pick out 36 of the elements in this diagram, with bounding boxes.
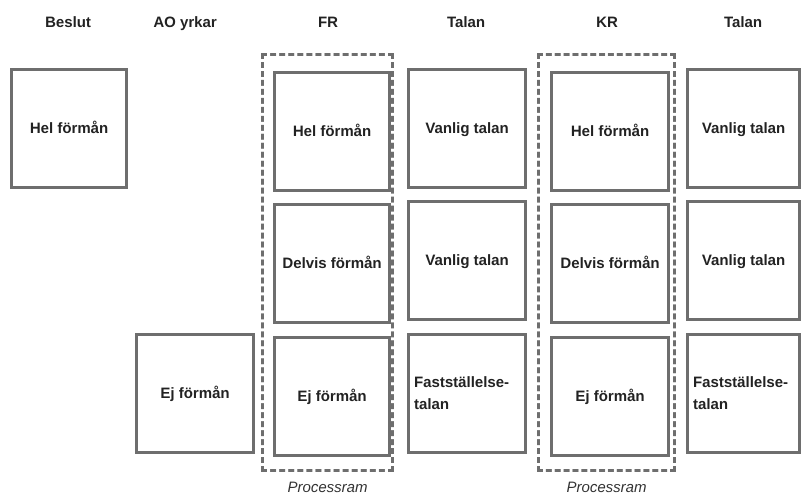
outcome-box (273, 336, 391, 457)
frame-caption: Processram (566, 478, 647, 498)
outcome-box (407, 200, 527, 321)
box-label: Vanlig talan (702, 250, 786, 270)
outcome-box (686, 333, 801, 454)
outcome-box (10, 68, 128, 189)
outcome-box (550, 203, 670, 324)
outcome-box (273, 203, 391, 324)
box-label: Ej förmån (575, 386, 645, 406)
column-header: AO yrkar (153, 13, 217, 33)
column-header: Talan (446, 13, 486, 33)
box-label: Ej förmån (160, 384, 230, 404)
outcome-box (273, 71, 391, 192)
box-label: Hel förmån (570, 122, 650, 142)
outcome-box (550, 71, 670, 192)
box-label: Vanlig talan (702, 118, 786, 138)
box-label: Delvis förmån (560, 254, 660, 274)
outcome-box (686, 68, 801, 189)
frame-caption: Processram (287, 478, 368, 498)
column-header: KR (596, 13, 618, 33)
outcome-box (686, 200, 801, 321)
box-label: Ej förmån (297, 386, 367, 406)
box-label: Fastställelse- talan (414, 372, 510, 414)
box-label: Fastställelse- talan (693, 372, 790, 414)
column-header: Talan (724, 13, 762, 33)
outcome-box (407, 68, 527, 189)
outcome-box (135, 333, 255, 454)
outcome-box (407, 333, 527, 454)
outcome-box (550, 336, 670, 457)
column-header: FR (318, 13, 338, 33)
box-label: Delvis förmån (282, 254, 382, 274)
box-label: Hel förmån (30, 118, 108, 138)
column-header: Beslut (45, 13, 91, 33)
box-label: Hel förmån (292, 122, 372, 142)
box-label: Vanlig talan (425, 250, 509, 270)
box-label: Vanlig talan (425, 118, 509, 138)
